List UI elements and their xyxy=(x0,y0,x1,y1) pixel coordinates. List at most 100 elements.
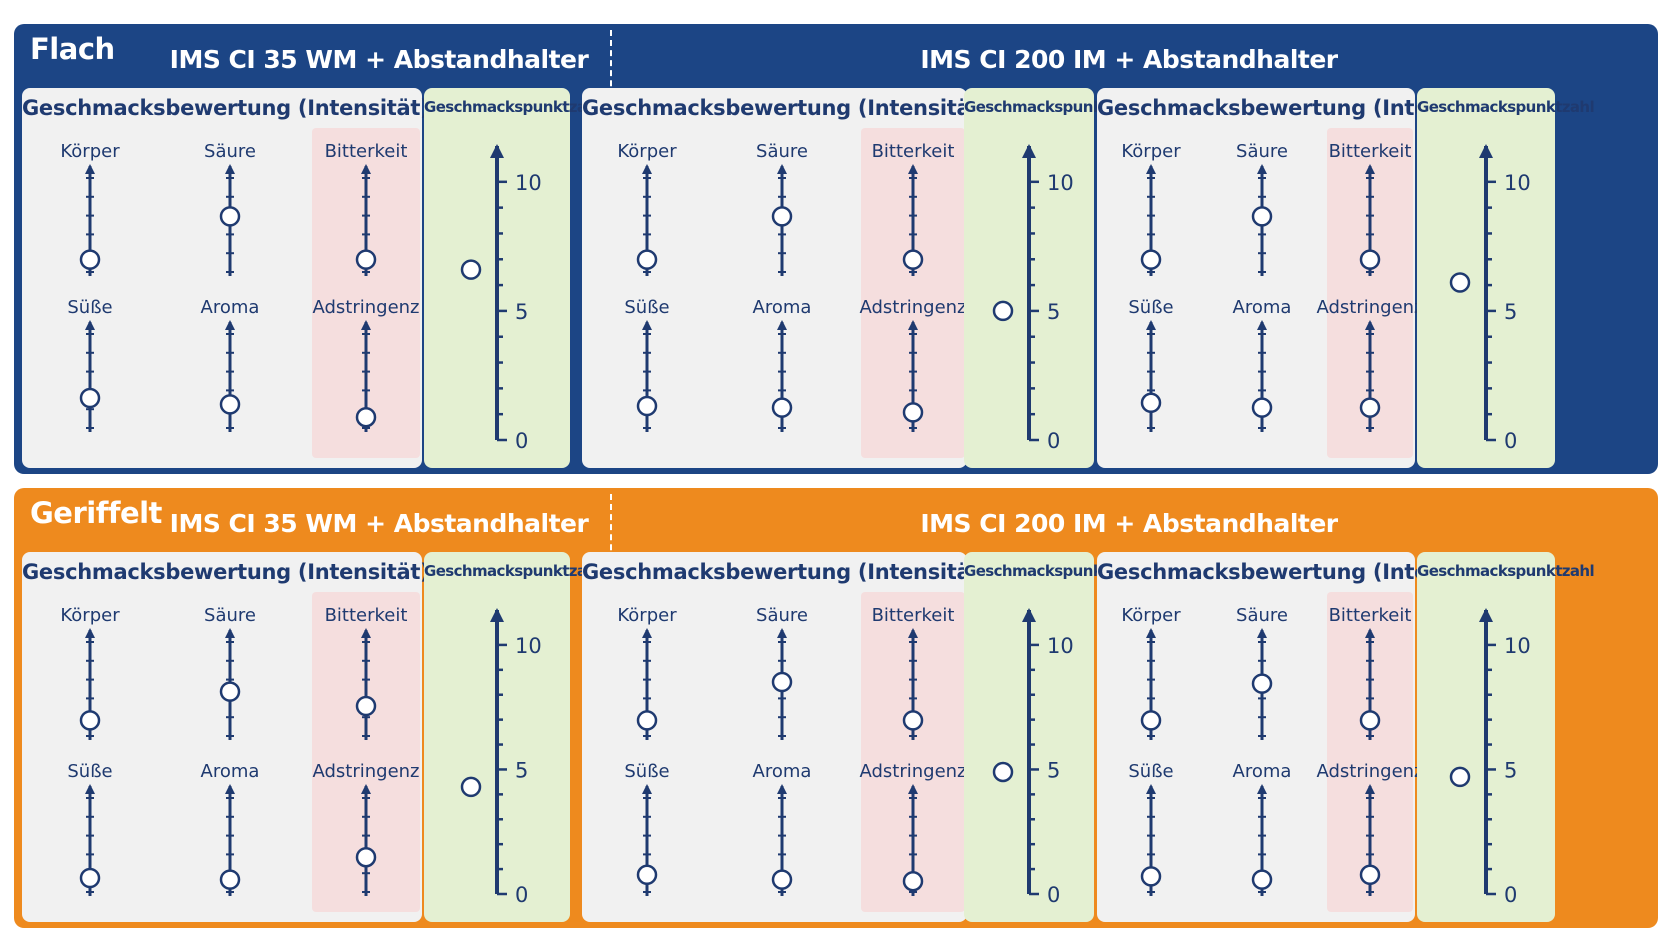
score-marker xyxy=(1449,272,1471,293)
intensity-marker-saeure xyxy=(771,671,793,693)
attribute-label-saeure: Säure xyxy=(756,605,808,626)
axis-arrow-icon xyxy=(908,784,918,794)
score-arrow-icon xyxy=(490,144,504,158)
intensity-marker-suesse xyxy=(1140,866,1162,887)
attribute-label-aroma: Aroma xyxy=(1233,297,1292,318)
score-tick-label: 5 xyxy=(515,300,528,324)
attribute-label-bitterkeit: Bitterkeit xyxy=(325,141,408,162)
section-label: Geriffelt xyxy=(30,496,162,530)
score-tick-label: 5 xyxy=(1047,758,1060,782)
axis-arrow-icon xyxy=(361,628,371,638)
attribute-label-saeure: Säure xyxy=(204,605,256,626)
score-arrow-icon xyxy=(1479,608,1493,622)
score-marker xyxy=(992,761,1014,783)
intensity-marker-bitterkeit xyxy=(355,695,377,717)
axis-arrow-icon xyxy=(361,784,371,794)
attribute-label-suesse: Süße xyxy=(67,297,112,318)
attribute-label-saeure: Säure xyxy=(1236,605,1288,626)
attribute-label-adstringenz: Adstringenz xyxy=(312,297,419,318)
attribute-label-suesse: Süße xyxy=(624,761,669,782)
attribute-label-suesse: Süße xyxy=(1128,297,1173,318)
attribute-label-koerper: Körper xyxy=(617,605,677,626)
attribute-label-koerper: Körper xyxy=(617,141,677,162)
axis-arrow-icon xyxy=(1146,784,1156,794)
attribute-label-bitterkeit: Bitterkeit xyxy=(325,605,408,626)
axis-arrow-icon xyxy=(908,164,918,174)
axis-arrow-icon xyxy=(1257,628,1267,638)
axis-arrow-icon xyxy=(1146,164,1156,174)
score-title: Geschmackspunktzahl xyxy=(424,98,602,116)
attribute-label-aroma: Aroma xyxy=(753,761,812,782)
panel-title: Geschmacksbewertung (Intensität) xyxy=(22,96,430,120)
axis-arrow-icon xyxy=(642,628,652,638)
intensity-marker-koerper xyxy=(636,710,658,731)
intensity-marker-bitterkeit xyxy=(1359,249,1381,270)
intensity-marker-koerper xyxy=(79,249,101,270)
axis-arrow-icon xyxy=(908,320,918,330)
attribute-label-aroma: Aroma xyxy=(201,761,260,782)
axis-arrow-icon xyxy=(85,164,95,174)
intensity-marker-aroma xyxy=(219,869,241,890)
axis-arrow-icon xyxy=(1365,320,1375,330)
score-title: Geschmackspunktzahl xyxy=(424,562,602,580)
axis-arrow-icon xyxy=(1365,164,1375,174)
intensity-marker-koerper xyxy=(1140,249,1162,270)
panel-title: Geschmacksbewertung (Intensität) xyxy=(582,96,990,120)
axis-arrow-icon xyxy=(85,784,95,794)
intensity-marker-saeure xyxy=(771,206,793,227)
intensity-marker-bitterkeit xyxy=(355,249,377,270)
score-marker xyxy=(460,259,482,280)
intensity-marker-aroma xyxy=(1251,397,1273,418)
axis-arrow-icon xyxy=(777,628,787,638)
intensity-marker-aroma xyxy=(1251,869,1273,890)
attribute-label-suesse: Süße xyxy=(67,761,112,782)
panel-title: Geschmacksbewertung (Intensität) xyxy=(582,560,990,584)
intensity-marker-bitterkeit xyxy=(1359,710,1381,731)
axis-arrow-icon xyxy=(642,164,652,174)
group-title: IMS CI 35 WM + Abstandhalter xyxy=(169,45,589,74)
attribute-label-adstringenz: Adstringenz xyxy=(1316,297,1423,318)
attribute-label-adstringenz: Adstringenz xyxy=(859,761,966,782)
axis-arrow-icon xyxy=(85,628,95,638)
attribute-label-koerper: Körper xyxy=(60,605,120,626)
score-tick-label: 10 xyxy=(1504,171,1531,195)
score-tick-label: 0 xyxy=(1047,883,1060,907)
intensity-marker-bitterkeit xyxy=(902,710,924,731)
score-tick-label: 5 xyxy=(515,758,528,782)
axis-arrow-icon xyxy=(642,784,652,794)
score-tick-label: 5 xyxy=(1047,300,1060,324)
score-title: Geschmackspunktzahl xyxy=(1417,562,1595,580)
section-label: Flach xyxy=(30,32,115,66)
score-tick-label: 10 xyxy=(515,634,542,658)
score-tick-label: 0 xyxy=(1047,429,1060,453)
axis-arrow-icon xyxy=(85,320,95,330)
attribute-label-adstringenz: Adstringenz xyxy=(859,297,966,318)
attribute-label-bitterkeit: Bitterkeit xyxy=(872,605,955,626)
intensity-marker-suesse xyxy=(1140,392,1162,414)
score-arrow-icon xyxy=(1022,608,1036,622)
group-title: IMS CI 200 IM + Abstandhalter xyxy=(920,509,1338,538)
intensity-marker-aroma xyxy=(771,869,793,890)
score-tick-label: 10 xyxy=(1047,171,1074,195)
intensity-marker-suesse xyxy=(636,864,658,886)
attribute-label-koerper: Körper xyxy=(1121,141,1181,162)
score-arrow-icon xyxy=(490,608,504,622)
score-arrow-icon xyxy=(1022,144,1036,158)
attribute-label-suesse: Süße xyxy=(1128,761,1173,782)
axis-arrow-icon xyxy=(777,164,787,174)
axis-arrow-icon xyxy=(1257,320,1267,330)
score-tick-label: 5 xyxy=(1504,300,1517,324)
